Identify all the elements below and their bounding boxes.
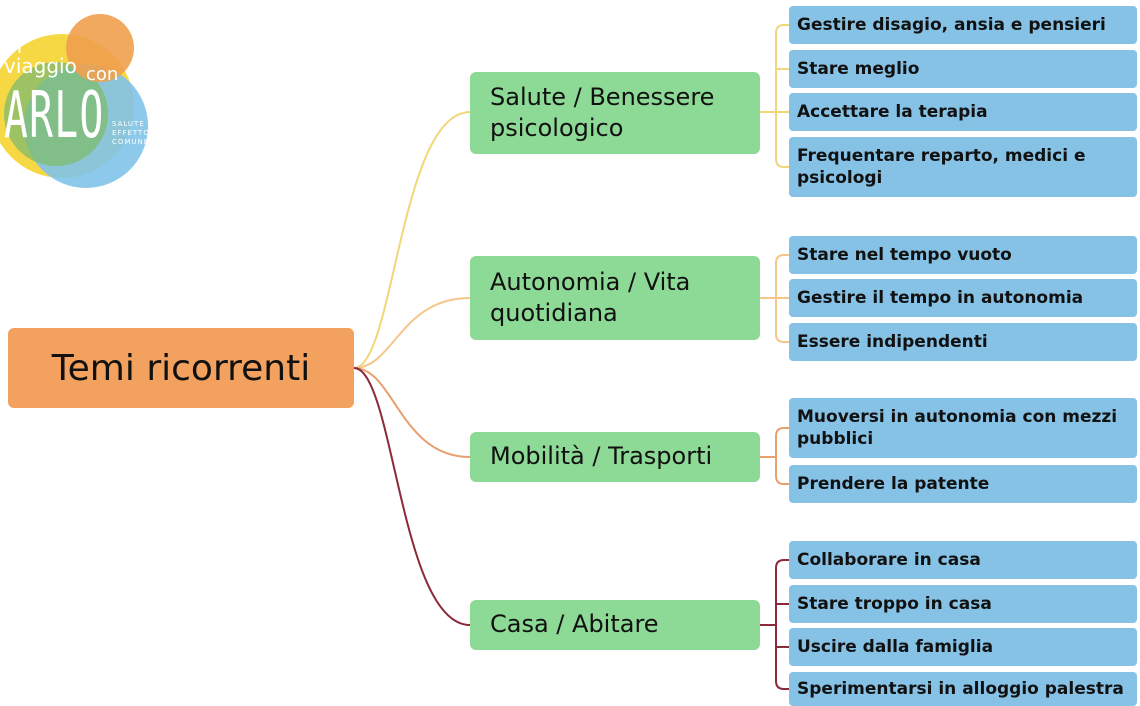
subtopic-label: Collaborare in casa [797,549,981,570]
category-bracket-line [775,24,789,168]
subtopic-label: Frequentare reparto, medici e psicologi [797,145,1086,188]
category-label: Autonomia / Vita quotidiana [490,267,691,327]
root-branch-line [353,367,471,626]
arlo-logo: in viaggio con ARLO SALUTE EFFETTO COMUN… [0,14,160,194]
subtopic-label: Gestire il tempo in autonomia [797,287,1084,308]
root-branch-line [353,111,471,369]
subtopic-label: Prendere la patente [797,473,990,494]
category-bracket-line [775,559,789,690]
category-health: Salute / Benessere psicologico [470,72,760,154]
subtopic-label: Stare troppo in casa [797,593,992,614]
subtopic-label: Essere indipendenti [797,331,988,352]
subtopic-box: Frequentare reparto, medici e psicologi [789,137,1137,197]
subtopic-box: Muoversi in autonomia con mezzi pubblici [789,398,1137,458]
subtopic-box: Stare nel tempo vuoto [789,236,1137,274]
subtopic-box: Uscire dalla famiglia [789,628,1137,666]
subtopic-box: Gestire disagio, ansia e pensieri [789,6,1137,44]
category-mobility: Mobilità / Trasporti [470,432,760,482]
subtopic-box: Stare meglio [789,50,1137,88]
category-label: Casa / Abitare [490,610,659,639]
logo-word-in: in [4,34,23,58]
subtopic-label: Sperimentarsi in alloggio palestra [797,678,1124,699]
subtopic-box: Stare troppo in casa [789,585,1137,623]
subtopic-box: Gestire il tempo in autonomia [789,279,1137,317]
category-bracket-line [775,427,789,485]
subtopic-label: Uscire dalla famiglia [797,636,994,657]
subtopic-label: Stare nel tempo vuoto [797,244,1012,265]
subtopic-box: Collaborare in casa [789,541,1137,579]
subtopic-box: Accettare la terapia [789,93,1137,131]
category-label: Salute / Benessere psicologico [490,82,715,142]
subtopic-label: Stare meglio [797,58,920,79]
subtopic-box: Sperimentarsi in alloggio palestra [789,672,1137,706]
logo-word-con: con [86,64,119,85]
logo-tag-3: COMUNE [112,138,150,146]
logo-word-viaggio: viaggio [4,54,77,78]
category-autonomy: Autonomia / Vita quotidiana [470,256,760,340]
root-node: Temi ricorrenti [8,328,354,408]
subtopic-box: Essere indipendenti [789,323,1137,361]
root-branch-line [353,367,471,458]
subtopic-label: Muoversi in autonomia con mezzi pubblici [797,406,1118,449]
logo-name: ARLO [4,79,105,153]
category-label: Mobilità / Trasporti [490,442,713,471]
category-housing: Casa / Abitare [470,600,760,650]
subtopic-label: Accettare la terapia [797,101,988,122]
subtopic-box: Prendere la patente [789,465,1137,503]
logo-circles [0,14,148,188]
root-label: Temi ricorrenti [51,347,311,389]
logo-tag-2: EFFETTO [112,129,150,137]
logo-tag-1: SALUTE [112,120,145,128]
subtopic-label: Gestire disagio, ansia e pensieri [797,14,1106,35]
root-branch-line [353,297,471,369]
